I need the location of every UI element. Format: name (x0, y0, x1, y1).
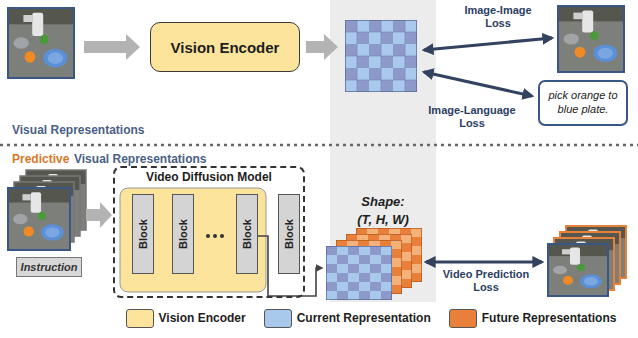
text-label: Shape: (338, 194, 428, 209)
ellipsis-dots (206, 234, 224, 238)
legend-text: Current Representation (297, 311, 431, 325)
loss-arrow (426, 261, 542, 264)
legend-text: Vision Encoder (159, 311, 246, 325)
block-box: Block (172, 194, 194, 274)
encoder-box: Vision Encoder (150, 22, 300, 72)
target-image (558, 6, 624, 72)
node-text: Block (283, 219, 295, 249)
text-label: Image-Image Loss (456, 4, 540, 30)
divider (0, 144, 638, 147)
block-box: Block (132, 194, 154, 274)
legend-swatch (449, 309, 477, 328)
text-label: Visual Representations (74, 152, 207, 166)
text-label: (T, H, W) (338, 212, 428, 227)
image-frame (8, 8, 74, 78)
flow-arrow (86, 202, 112, 228)
legend: Vision Encoder Current Representation Futu… (110, 307, 632, 329)
text-label: Video Prediction Loss (434, 268, 538, 294)
flow-arrow (84, 34, 140, 60)
node-text: pick orange to blue plate. (544, 89, 622, 117)
node-text: Block (241, 219, 253, 249)
feature-grid (345, 20, 417, 92)
encoder-region (120, 188, 266, 292)
current-grid (326, 246, 392, 300)
instruction-tag: Instruction (16, 257, 82, 277)
node-text: Video Diffusion Model (146, 170, 272, 184)
noisy-frame-stack (8, 170, 86, 250)
legend-swatch (264, 309, 292, 328)
text-label: Image-Language Loss (424, 104, 520, 130)
node-text: Block (137, 219, 149, 249)
text-label: Predictive (12, 152, 69, 166)
robot-image (8, 8, 74, 78)
instruction-bubble: pick orange to blue plate. (538, 80, 628, 126)
text-label: Visual Representations (12, 123, 145, 137)
node-text: Instruction (21, 261, 78, 273)
diffusion-model-box: Video Diffusion ModelBlock Block Block Bloc… (113, 166, 305, 298)
legend-item: Vision Encoder (126, 309, 246, 328)
block-box: Block (278, 194, 300, 274)
node-text: Vision Encoder (171, 39, 280, 56)
loss-arrow (424, 72, 532, 96)
image-frame (558, 6, 624, 72)
flow-arrow (306, 34, 338, 60)
legend-item: Future Representations (449, 309, 617, 328)
node-text: Block (177, 219, 189, 249)
legend-text: Future Representations (482, 311, 617, 325)
block-box: Block (236, 194, 258, 274)
loss-arrow (424, 38, 552, 50)
legend-item: Current Representation (264, 309, 431, 328)
predicted-frame-stack (548, 226, 626, 296)
legend-swatch (126, 309, 154, 328)
